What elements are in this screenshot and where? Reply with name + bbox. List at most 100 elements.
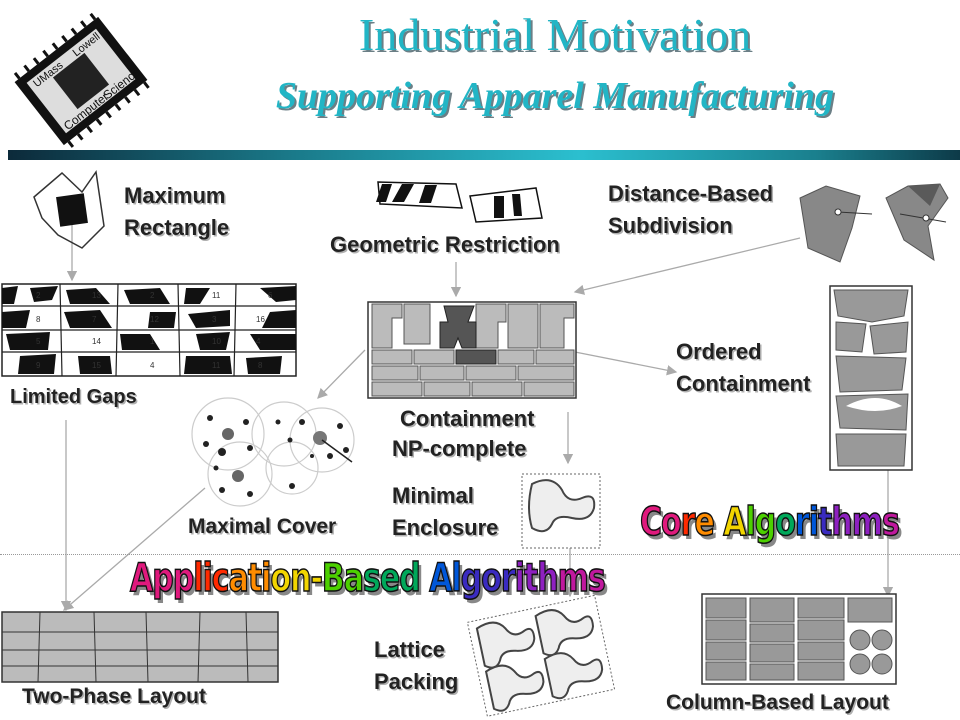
seq-num: 4 [256,337,261,346]
heading-letter: o [481,555,503,602]
heading-letter: e [379,555,401,602]
label-np-complete: NP-complete [392,436,527,461]
label-limited-gaps: Limited Gaps [10,386,137,408]
distance-subdivision-figure [799,183,949,263]
heading-letter: C [639,499,662,546]
seq-num: 6 [268,291,273,300]
heading-letter: a [228,555,249,602]
heading-letter: h [831,499,854,546]
label-line: Ordered [676,339,762,364]
heading-letter: l [745,499,757,546]
lattice-packing-figure [466,594,616,717]
seq-num: 2 [36,291,41,300]
column-based-layout-figure [701,593,897,685]
heading-letter: s [362,555,381,602]
heading-letter: m [557,555,589,602]
heading-letter: i [514,555,526,602]
heading-letter: o [270,555,292,602]
heading-letter: A [429,555,453,602]
label-line: Minimal [392,483,474,508]
label-column-based-layout: Column-Based Layout [666,691,889,714]
limited-gaps-figure: 2 13 2 11 8 7 12 3 16 5 14 1 10 4 9 15 4… [1,283,297,377]
heading-letter: s [587,555,606,602]
seq-num: 10 [212,337,221,346]
section-divider [0,554,960,555]
heading-letter: A [129,555,153,602]
geometric-restriction-figure [376,181,543,223]
core-algorithms-heading: Core Algorithms [639,499,900,546]
heading-letter: p [152,555,175,602]
heading-letter: g [754,499,777,546]
heading-letter: t [817,499,833,546]
heading-letter: e [694,499,716,546]
heading-letter [714,500,723,546]
label-two-phase-layout: Two-Phase Layout [22,685,206,708]
label-distance-based-subdivision: Distance-Based Subdivision [608,178,773,242]
heading-letter: r [680,499,696,546]
label-maximum-rectangle: Maximum Rectangle [124,180,229,244]
heading-letter: - [310,555,324,602]
seq-num: 5 [36,337,41,346]
seq-num: 9 [36,361,41,370]
label-line: Distance-Based [608,181,774,206]
label-geometric-restriction: Geometric Restriction [330,232,560,257]
heading-letter: n [289,555,312,602]
heading-letter: l [193,555,205,602]
seq-num: 1 [150,337,155,346]
seq-num: 8 [258,361,263,370]
heading-letter: i [808,499,820,546]
seq-num: 15 [92,361,101,370]
label-lattice-packing: Lattice Packing [374,634,458,698]
label-line: Containment [676,371,811,396]
heading-letter: i [202,555,214,602]
minimal-enclosure-figure [521,473,601,549]
connector-arrows [60,225,894,612]
heading-letter [420,556,429,602]
maximum-rectangle-figure [33,170,105,249]
seq-num: 8 [36,315,41,324]
label-ordered-containment: Ordered Containment [676,336,810,400]
heading-letter: c [211,555,230,602]
application-based-algorithms-heading: Application-Based Algorithms [129,555,606,602]
seq-num: 11 [212,361,221,370]
heading-letter: B [321,555,345,602]
two-phase-layout-figure [1,611,279,683]
ordered-containment-figure [829,285,913,471]
seq-num: 7 [92,315,97,324]
seq-num: 13 [92,291,101,300]
heading-letter: p [172,555,195,602]
label-line: Rectangle [124,215,230,240]
heading-letter: g [460,555,483,602]
label-line: Lattice [374,637,445,662]
heading-letter: a [343,555,364,602]
maximal-cover-points [203,415,349,497]
label-containment: Containment [400,406,535,431]
heading-letter: d [399,555,422,602]
seq-num: 16 [256,315,265,324]
label-line: Maximum [124,183,226,208]
label-line: Packing [374,669,459,694]
heading-letter: A [723,499,747,546]
seq-num: 14 [92,337,101,346]
label-minimal-enclosure: Minimal Enclosure [392,480,498,544]
heading-letter: h [537,555,560,602]
seq-num: 2 [150,291,155,300]
heading-letter: i [261,555,273,602]
slide-title: Industrial Motivation [358,9,752,60]
heading-letter: t [247,555,263,602]
seq-num: 3 [212,315,217,324]
slide-subtitle: Supporting Apparel Manufacturing [275,75,835,117]
heading-letter: r [500,555,516,602]
seq-num: 11 [212,291,221,300]
heading-letter: l [451,555,463,602]
seq-num: 4 [150,361,155,370]
heading-letter: o [660,499,682,546]
label-maximal-cover: Maximal Cover [188,515,337,538]
label-line: Subdivision [608,213,733,238]
heading-letter: s [881,499,900,546]
seq-num: 12 [150,315,159,324]
umass-lowell-chip-logo: UMass Lowell Computer Science [13,12,150,148]
heading-letter: o [775,499,797,546]
title-divider-bar [8,150,960,160]
